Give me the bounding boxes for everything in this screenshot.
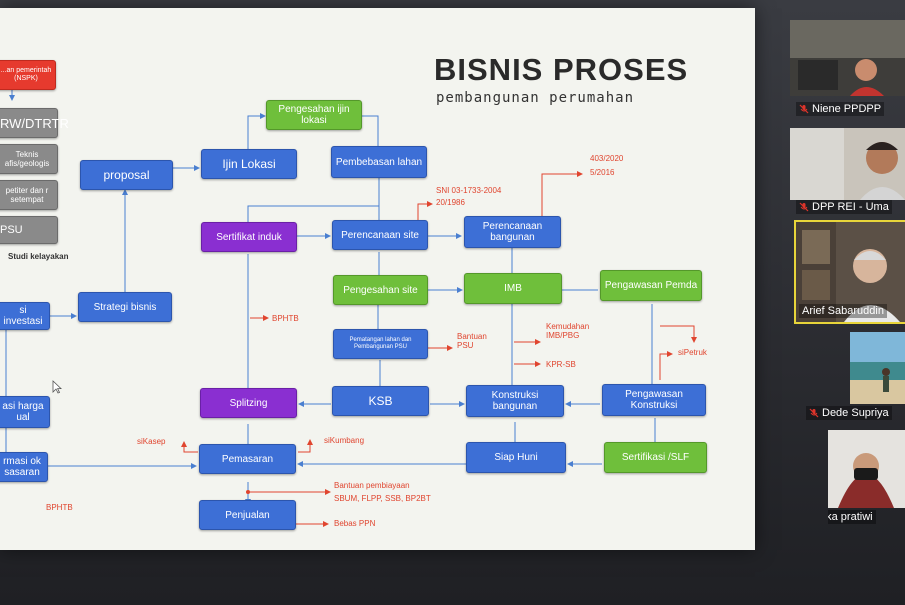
box-investasi: si investasi bbox=[0, 302, 50, 330]
label-sipetruk: siPetruk bbox=[678, 348, 707, 357]
box-ksb: KSB bbox=[332, 386, 429, 416]
box-pengesahan-ijin-lokasi: Pengesahan ijin lokasi bbox=[266, 100, 362, 130]
participant-tile-4[interactable] bbox=[850, 332, 905, 426]
box-ijin-lokasi: Ijin Lokasi bbox=[201, 149, 297, 179]
box-perencanaan-site: Perencanaan site bbox=[332, 220, 428, 250]
participant-tile-3-active-speaker[interactable]: Arief Sabaruddin bbox=[794, 220, 905, 324]
box-formasi: rmasi ok sasaran bbox=[0, 452, 48, 482]
label-kpr-sb: KPR-SB bbox=[546, 360, 576, 369]
label-kemudahan-imb: Kemudahan IMB/PBG bbox=[546, 322, 590, 340]
participant-video-3 bbox=[796, 222, 905, 322]
participant-video-2 bbox=[790, 128, 905, 200]
label-sni: SNI 03-1733-2004 bbox=[436, 186, 502, 195]
participant-name-2: DPP REI - Uma bbox=[812, 201, 889, 213]
box-imb: IMB bbox=[464, 273, 562, 304]
mouse-cursor-icon bbox=[52, 380, 62, 394]
box-siap-huni: Siap Huni bbox=[466, 442, 566, 473]
box-pematangan-lahan: Pematangan lahan dan Pembangunan PSU bbox=[333, 329, 428, 359]
mic-muted-icon bbox=[809, 408, 819, 418]
box-rw-dtrt: RW/DTRTR bbox=[0, 108, 69, 138]
mic-muted-icon bbox=[799, 104, 809, 114]
participant-video-1 bbox=[790, 20, 905, 96]
participant-name-5: eka pratiwi bbox=[828, 511, 873, 523]
box-perencanaan-bangunan: Perencanaan bangunan bbox=[464, 216, 561, 248]
box-petiter: petiter dan r setempat bbox=[0, 180, 58, 210]
label-studi-kelayakan: Studi kelayakan bbox=[8, 252, 69, 261]
participant-video-5 bbox=[828, 430, 905, 508]
participant-video-4 bbox=[850, 332, 905, 404]
box-harga: asi harga ual bbox=[0, 396, 50, 428]
label-bphtb-1: BPHTB bbox=[272, 314, 299, 323]
box-pengawasan-konstruksi: Pengawasan Konstruksi bbox=[602, 384, 706, 416]
participant-tile-5[interactable]: eka pratiwi bbox=[828, 430, 905, 530]
participant-name-3: Arief Sabaruddin bbox=[802, 305, 884, 317]
box-strategi-bisnis: Strategi bisnis bbox=[78, 292, 172, 322]
label-sbum-flpp: SBUM, FLPP, SSB, BP2BT bbox=[334, 494, 431, 503]
label-reg-5: 5/2016 bbox=[590, 168, 615, 177]
label-sikasep: siKasep bbox=[137, 437, 166, 446]
box-pemasaran: Pemasaran bbox=[199, 444, 296, 474]
participant-name-4: Dede Supriya bbox=[822, 407, 889, 419]
label-bantuan-pembiayaan: Bantuan pembiayaan bbox=[334, 481, 410, 490]
label-sni-2: 20/1986 bbox=[436, 198, 465, 207]
box-teknis: Teknis afis/geologis bbox=[0, 144, 58, 174]
label-bantuan-psu: Bantuan PSU bbox=[457, 332, 487, 350]
label-reg-403: 403/2020 bbox=[590, 154, 624, 163]
label-sikumbang: siKumbang bbox=[324, 436, 365, 445]
shared-slide: BISNIS PROSES pembangunan perumahan ...a… bbox=[0, 8, 755, 550]
mic-muted-icon bbox=[799, 202, 809, 212]
box-psu-left: PSU bbox=[0, 216, 58, 244]
participant-name-1: Niene PPDPP bbox=[812, 103, 882, 115]
participant-tile-2[interactable]: DPP REI - Uma bbox=[790, 128, 905, 218]
box-nspk: ...an pemerintah (NSPK) bbox=[0, 60, 56, 90]
box-pengawasan-pemda: Pengawasan Pemda bbox=[600, 270, 702, 301]
box-penjualan: Penjualan bbox=[199, 500, 296, 530]
box-pengesahan-site: Pengesahan site bbox=[333, 275, 428, 305]
box-konstruksi-bangunan: Konstruksi bangunan bbox=[466, 385, 564, 417]
slide-title: BISNIS PROSES bbox=[434, 52, 689, 87]
box-splitzing: Splitzing bbox=[200, 388, 297, 418]
participant-panel: Niene PPDPP DPP REI - Uma bbox=[790, 18, 905, 538]
participant-tile-1[interactable]: Niene PPDPP bbox=[790, 20, 905, 120]
box-sertifikat-induk: Sertifikat induk bbox=[201, 222, 297, 252]
box-sertifikasi-slf: Sertifikasi /SLF bbox=[604, 442, 707, 473]
slide-subtitle: pembangunan perumahan bbox=[436, 90, 635, 106]
box-pembebasan-lahan: Pembebasan lahan bbox=[331, 146, 427, 178]
label-bebas-ppn: Bebas PPN bbox=[334, 519, 376, 528]
box-proposal: proposal bbox=[80, 160, 173, 190]
label-bphtb-2: BPHTB bbox=[46, 503, 73, 512]
